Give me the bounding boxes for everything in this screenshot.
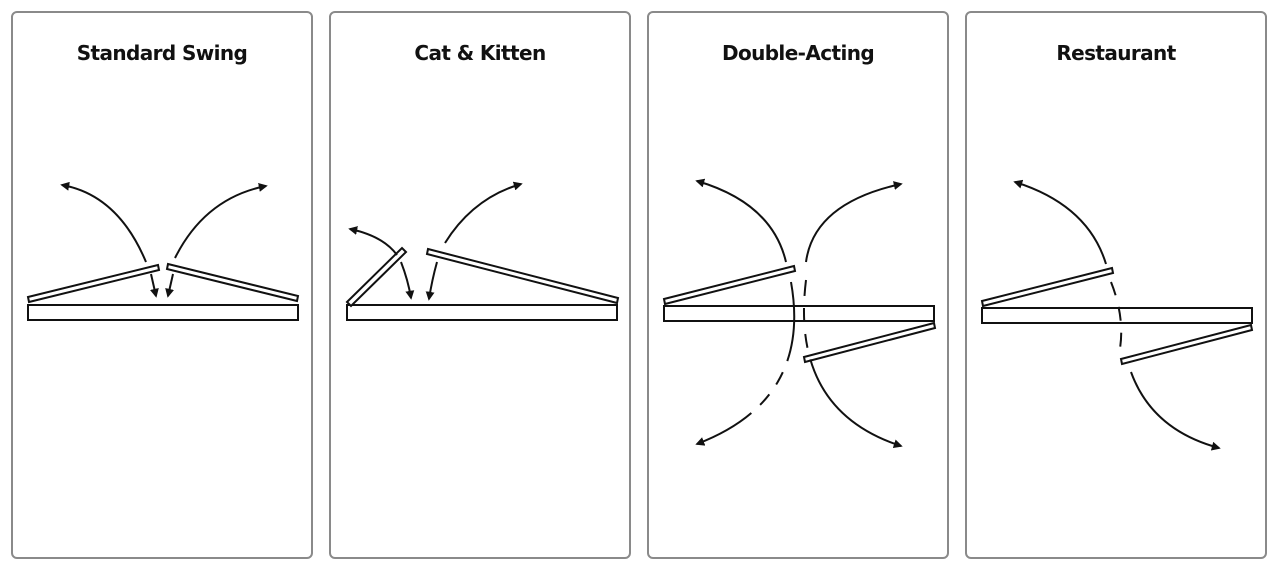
large-swing-arrow-in: [425, 261, 438, 301]
right-swing-arrow-up: [805, 181, 903, 263]
left-door-leaf: [662, 264, 797, 306]
lower-swing-arrow: [1130, 371, 1221, 451]
left-door-leaf: [26, 263, 161, 304]
right-door-leaf: [802, 321, 937, 364]
restaurant-diagram: [980, 179, 1254, 451]
door-frame: [663, 305, 935, 322]
lower-door-leaf: [1119, 323, 1254, 366]
panel-double-acting: Double-Acting: [647, 11, 949, 559]
upper-door-leaf: [980, 266, 1115, 308]
door-frame: [27, 304, 299, 321]
right-swing-arrow-down: [802, 279, 903, 449]
left-swing-arrow-up: [695, 178, 787, 263]
panel-cat-and-kitten: Cat & Kitten: [329, 11, 631, 559]
door-frame: [981, 307, 1253, 324]
panel-title: Restaurant: [1056, 41, 1176, 65]
large-door-leaf: [425, 247, 620, 305]
connecting-swing-path: [1110, 281, 1123, 355]
panel-title: Standard Swing: [76, 41, 248, 65]
right-swing-arrow-in: [165, 273, 174, 298]
panel-title: Double-Acting: [721, 41, 875, 65]
large-swing-arrow-out: [444, 181, 523, 244]
door-frame: [346, 304, 618, 321]
double-acting-diagram: [662, 178, 937, 449]
small-swing-arrow-out: [348, 226, 398, 256]
left-swing-arrow-out: [60, 181, 147, 263]
upper-swing-arrow: [1013, 179, 1107, 265]
left-swing-arrow-in: [150, 273, 159, 298]
small-swing-arrow-in: [400, 261, 415, 300]
small-door-leaf: [345, 246, 408, 308]
left-swing-arrow-down: [695, 281, 796, 446]
cat-and-kitten-diagram: [345, 181, 620, 321]
panel-standard-swing: Standard Swing: [11, 11, 313, 559]
panel-restaurant: Restaurant: [965, 11, 1267, 559]
standard-swing-diagram: [26, 181, 300, 321]
panel-title: Cat & Kitten: [414, 41, 546, 65]
right-swing-arrow-out: [174, 182, 268, 259]
right-door-leaf: [165, 262, 300, 303]
